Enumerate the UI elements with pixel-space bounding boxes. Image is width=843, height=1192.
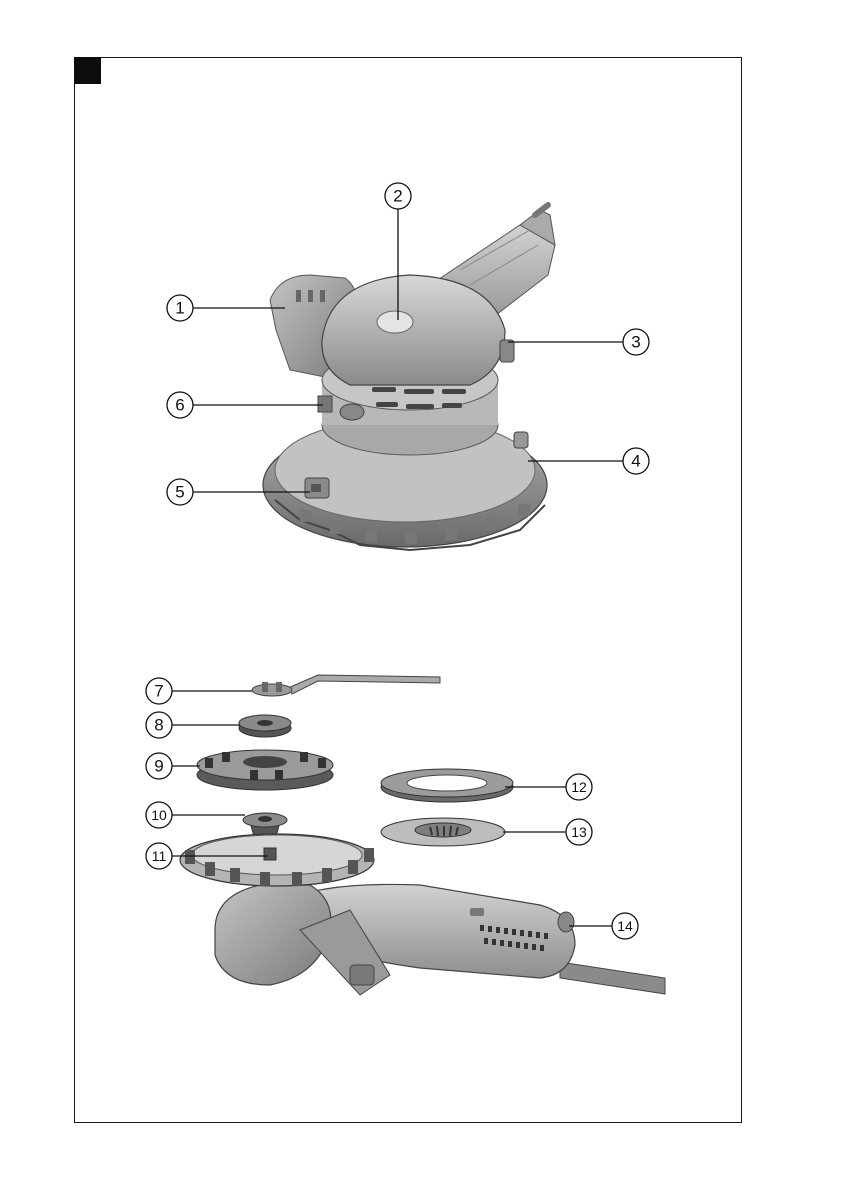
svg-text:14: 14 (617, 918, 633, 934)
callout-13: 13 (566, 819, 592, 845)
svg-text:13: 13 (571, 824, 587, 840)
dished-disc-part (381, 818, 505, 846)
callout-2: 2 (385, 183, 411, 209)
callout-1: 1 (167, 295, 193, 321)
callout-4: 4 (623, 448, 649, 474)
callout-9: 9 (146, 753, 172, 779)
sander-machine-side-view (180, 834, 665, 995)
callout-6: 6 (167, 392, 193, 418)
svg-text:4: 4 (631, 452, 640, 471)
callout-12: 12 (566, 774, 592, 800)
svg-text:11: 11 (152, 848, 167, 864)
callout-3: 3 (623, 329, 649, 355)
svg-text:9: 9 (154, 757, 163, 776)
callout-8: 8 (146, 712, 172, 738)
flange-nut-part (239, 715, 291, 737)
svg-text:8: 8 (154, 716, 163, 735)
callout-14: 14 (612, 913, 638, 939)
callout-11: 11 (146, 843, 172, 869)
svg-text:1: 1 (175, 299, 184, 318)
wrench-part (252, 675, 440, 696)
svg-text:12: 12 (571, 779, 587, 795)
segmented-disc-part (381, 769, 513, 802)
callout-5: 5 (167, 479, 193, 505)
svg-text:5: 5 (175, 483, 184, 502)
leader-lines (172, 209, 623, 926)
svg-text:2: 2 (393, 187, 402, 206)
cup-wheel-part (197, 750, 333, 790)
callout-10: 10 (146, 802, 172, 828)
svg-text:7: 7 (154, 682, 163, 701)
svg-text:6: 6 (175, 396, 184, 415)
svg-text:10: 10 (151, 807, 167, 823)
svg-text:3: 3 (631, 333, 640, 352)
sander-top-view (263, 205, 555, 550)
callout-7: 7 (146, 678, 172, 704)
